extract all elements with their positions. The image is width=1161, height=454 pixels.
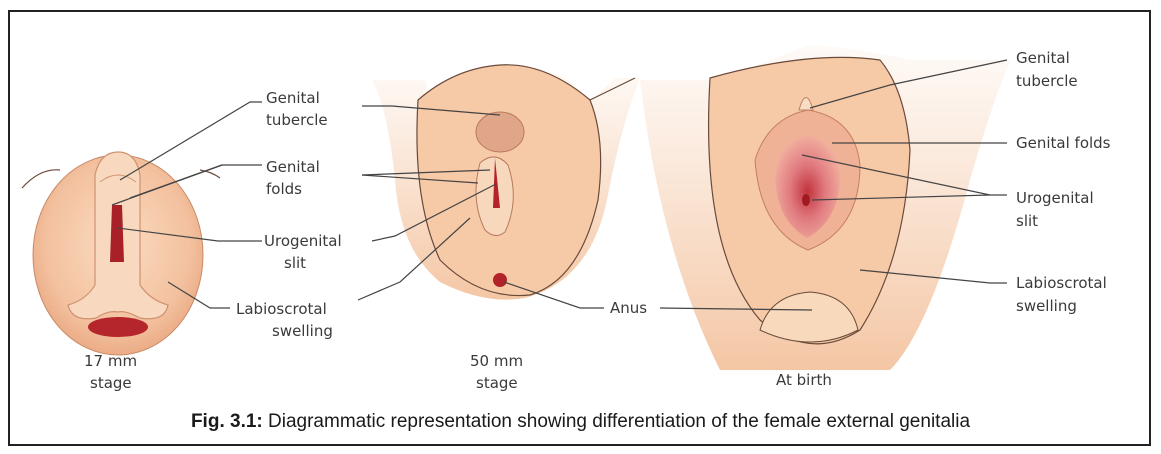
label-genital-tubercle-mid-line2: tubercle <box>266 111 328 129</box>
label-genital-folds-mid-line2: folds <box>266 180 302 198</box>
label-urogenital-slit-mid-line2: slit <box>284 254 306 272</box>
stage-birth-illustration <box>640 45 1010 370</box>
label-urogenital-slit-mid-line1: Urogenital <box>264 232 342 250</box>
label-labioscrotal-right-line2: swelling <box>1016 297 1077 315</box>
stage-50mm-line2: stage <box>476 374 518 392</box>
stage-17mm-line1: 17 mm <box>84 352 137 370</box>
figure-caption: Fig. 3.1: Diagrammatic representation sh… <box>0 411 1161 433</box>
label-labioscrotal-right-line1: Labioscrotal <box>1016 274 1107 292</box>
label-genital-tubercle-right-line1: Genital <box>1016 49 1070 67</box>
label-labioscrotal-mid-line1: Labioscrotal <box>236 300 327 318</box>
label-anus: Anus <box>610 299 647 317</box>
stage-birth-label: At birth <box>776 371 832 389</box>
figure-caption-text: Diagrammatic representation showing diff… <box>268 411 970 432</box>
label-urogenital-slit-right-line1: Urogenital <box>1016 189 1094 207</box>
stage-50mm-line1: 50 mm <box>470 352 523 370</box>
label-genital-tubercle-mid-line1: Genital <box>266 89 320 107</box>
label-genital-tubercle-right-line2: tubercle <box>1016 72 1078 90</box>
label-urogenital-slit-right-line2: slit <box>1016 212 1038 230</box>
stage-17mm-illustration <box>22 152 220 355</box>
label-genital-folds-right: Genital folds <box>1016 134 1111 152</box>
stage-17mm-line2: stage <box>90 374 132 392</box>
label-genital-folds-mid-line1: Genital <box>266 158 320 176</box>
stage-50mm-illustration <box>372 65 640 300</box>
label-labioscrotal-mid-line2: swelling <box>272 322 333 340</box>
figure-number: Fig. 3.1: <box>191 411 263 432</box>
